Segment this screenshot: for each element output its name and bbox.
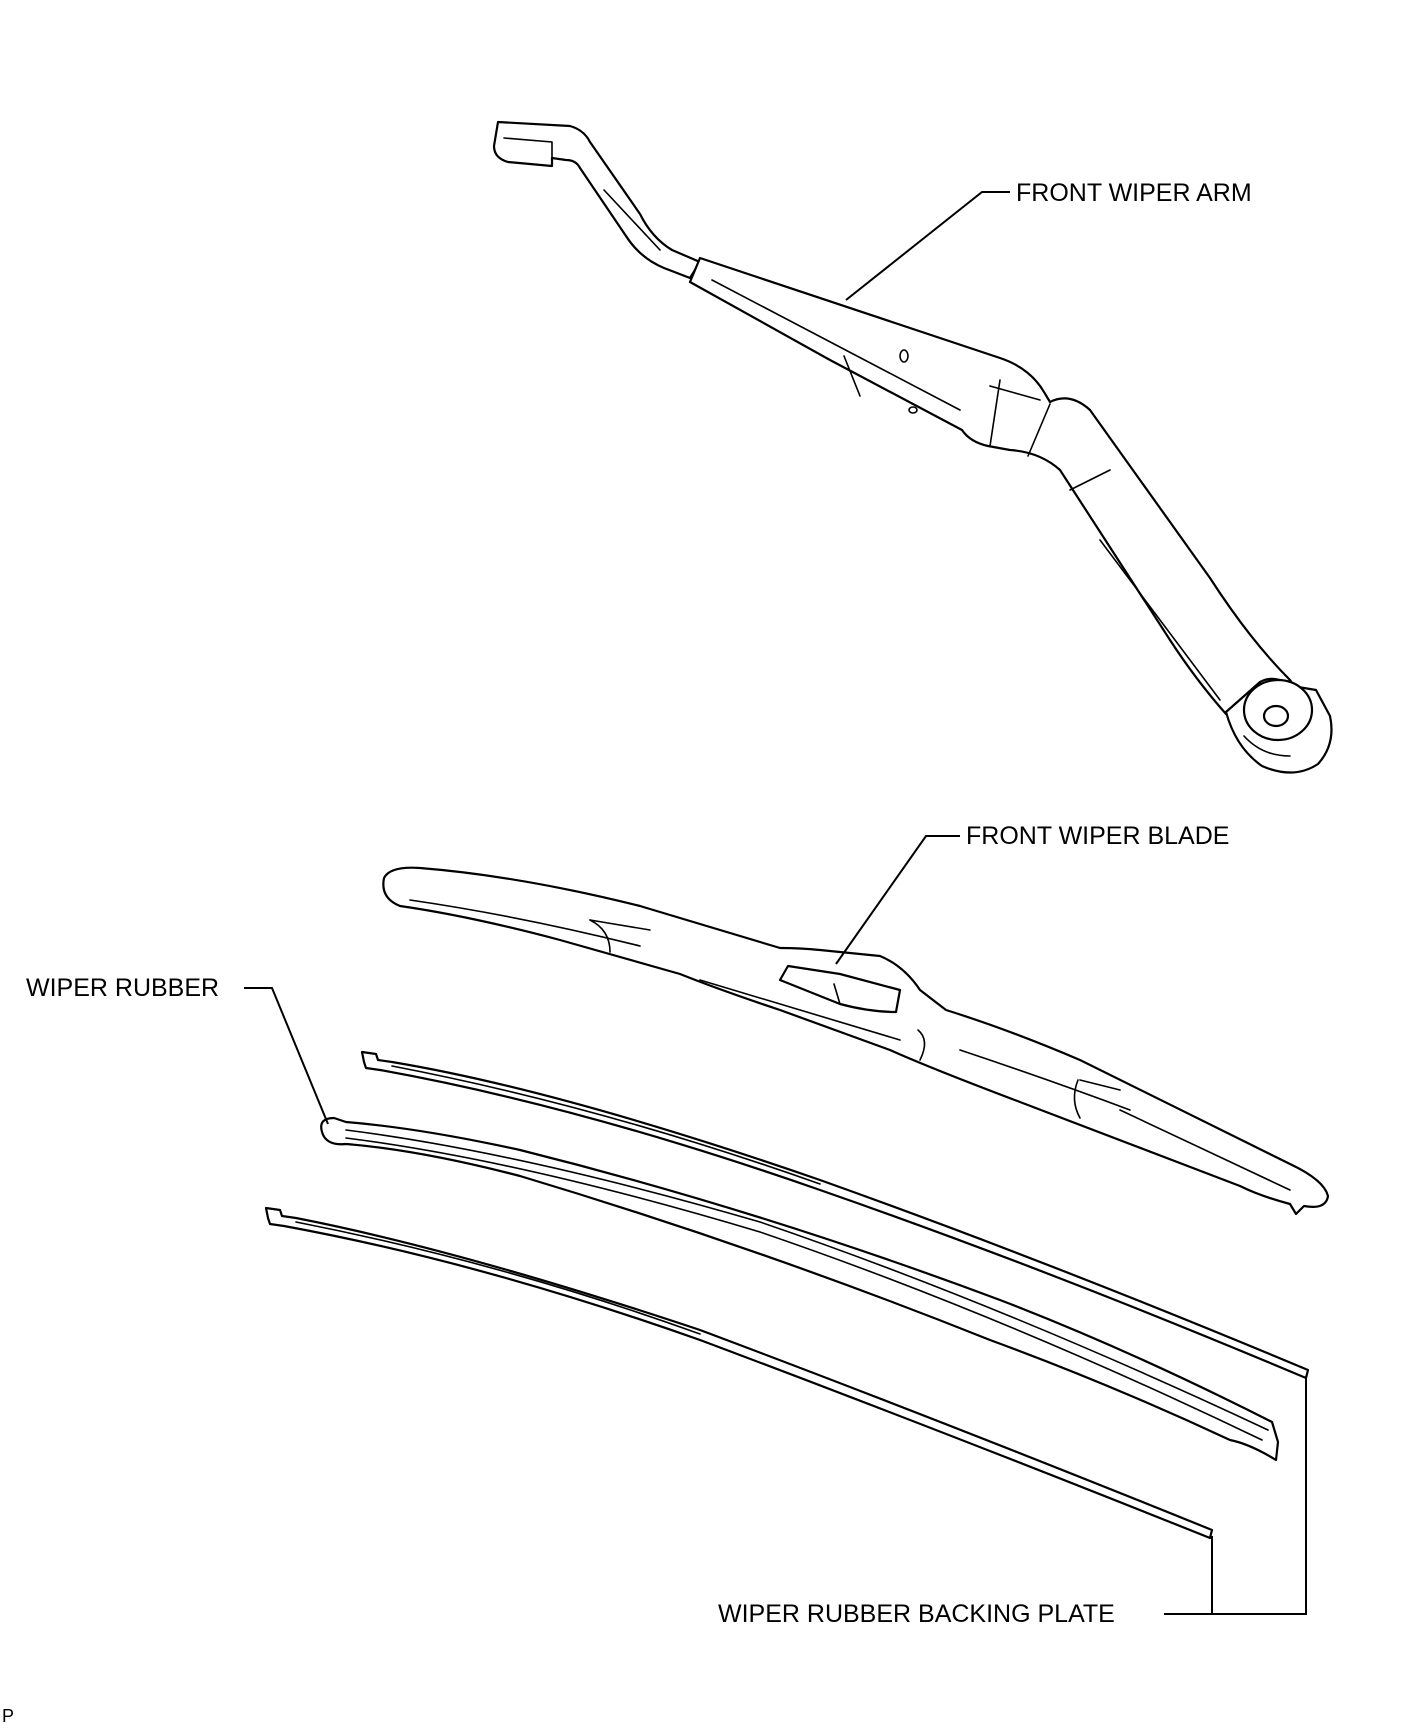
- leader-front-wiper-blade: [835, 835, 960, 965]
- front-wiper-blade: [382, 866, 1330, 1216]
- wiper-rubber: [320, 1116, 1280, 1462]
- wiper-rubber-backing-plate-upper: [360, 1050, 1310, 1380]
- leader-lines: [244, 191, 1307, 1615]
- label-front-wiper-arm: FRONT WIPER ARM: [1016, 179, 1252, 207]
- leader-front-wiper-arm: [845, 191, 1010, 301]
- label-wiper-rubber-backing-plate: WIPER RUBBER BACKING PLATE: [718, 1600, 1115, 1628]
- wiper-rubber-backing-plate-lower: [264, 1206, 1214, 1540]
- label-front-wiper-blade: FRONT WIPER BLADE: [966, 822, 1229, 850]
- corner-code: P: [2, 1706, 14, 1726]
- leader-wiper-rubber: [244, 987, 329, 1125]
- front-wiper-arm: [492, 120, 1333, 774]
- label-wiper-rubber: WIPER RUBBER: [26, 974, 219, 1002]
